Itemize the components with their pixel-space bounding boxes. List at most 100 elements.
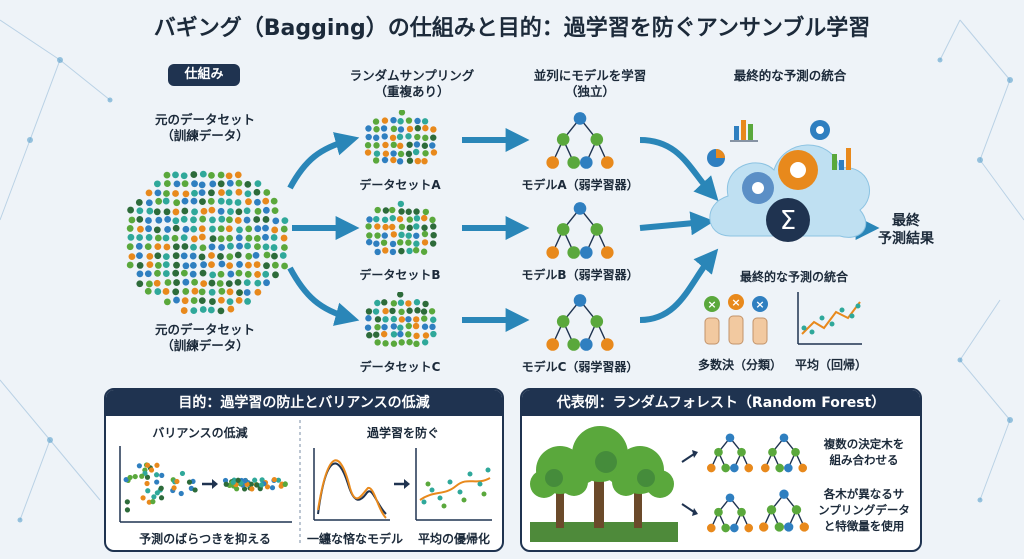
original-dataset-label-top: 元のデータセット（訓練データ） bbox=[154, 112, 255, 143]
data-point bbox=[209, 298, 216, 305]
data-point bbox=[136, 270, 144, 278]
data-point bbox=[405, 150, 413, 158]
dataset-a-label: データセットA bbox=[359, 178, 441, 192]
data-point bbox=[236, 261, 243, 268]
data-point bbox=[366, 232, 373, 239]
data-point bbox=[271, 207, 279, 215]
data-point bbox=[200, 280, 208, 288]
data-point bbox=[225, 172, 233, 180]
overfit-caption-left: 一纏な悋なモデル bbox=[306, 532, 403, 546]
data-point bbox=[381, 117, 389, 124]
data-point bbox=[262, 197, 270, 205]
data-point bbox=[153, 208, 161, 216]
data-point bbox=[421, 214, 428, 222]
arrow-model-b-to-merge bbox=[639, 211, 715, 236]
data-point bbox=[236, 242, 243, 250]
data-point bbox=[226, 262, 234, 270]
data-point bbox=[235, 296, 243, 304]
data-point bbox=[253, 216, 261, 223]
data-point bbox=[365, 238, 373, 246]
data-point bbox=[422, 208, 430, 216]
data-point bbox=[146, 207, 154, 215]
data-point bbox=[144, 270, 152, 278]
data-point bbox=[172, 288, 180, 296]
data-point bbox=[244, 190, 252, 198]
data-point bbox=[262, 206, 270, 214]
data-point bbox=[128, 253, 136, 260]
data-point bbox=[381, 232, 388, 239]
data-point bbox=[235, 188, 243, 196]
data-point bbox=[382, 316, 389, 323]
data-point bbox=[163, 171, 171, 179]
data-point bbox=[413, 299, 421, 306]
data-point bbox=[180, 234, 188, 242]
data-point bbox=[382, 307, 389, 315]
data-point bbox=[155, 197, 163, 205]
data-point bbox=[136, 207, 144, 215]
data-point bbox=[396, 215, 404, 223]
data-point bbox=[389, 248, 397, 256]
arrow-to-dataset-a bbox=[287, 132, 360, 190]
data-point bbox=[430, 316, 437, 323]
data-point bbox=[430, 231, 437, 239]
mechanism-badge: 仕組み bbox=[168, 64, 240, 86]
data-point bbox=[190, 297, 198, 304]
svg-text:×: × bbox=[731, 296, 740, 309]
data-point bbox=[280, 234, 288, 242]
data-point bbox=[373, 134, 380, 141]
data-point bbox=[382, 150, 390, 157]
data-point bbox=[244, 270, 252, 278]
data-point bbox=[245, 234, 253, 242]
data-point bbox=[397, 126, 405, 133]
data-point bbox=[381, 323, 388, 331]
data-point bbox=[235, 234, 243, 242]
data-point bbox=[190, 225, 198, 233]
data-point bbox=[398, 316, 406, 323]
data-point bbox=[146, 280, 153, 288]
data-point bbox=[234, 279, 242, 286]
data-point bbox=[406, 141, 413, 148]
data-point bbox=[390, 150, 397, 157]
forest-tree-4 bbox=[759, 489, 809, 532]
model-b-label: モデルB（弱学習器） bbox=[521, 268, 639, 282]
data-point bbox=[191, 287, 199, 295]
data-point bbox=[209, 180, 217, 188]
data-point bbox=[243, 289, 251, 296]
data-point bbox=[127, 233, 135, 241]
forest-tree-1 bbox=[706, 433, 754, 473]
forest-illustration bbox=[530, 426, 678, 542]
data-point bbox=[253, 261, 261, 268]
data-point bbox=[200, 207, 208, 215]
data-point bbox=[208, 243, 216, 251]
model-b-tree bbox=[546, 202, 614, 259]
variance-caption: 予測のばらつきを抑える bbox=[139, 532, 271, 546]
data-point bbox=[198, 233, 206, 241]
data-point bbox=[145, 234, 153, 241]
data-point bbox=[172, 252, 180, 260]
data-point bbox=[163, 243, 171, 251]
final-result-label: 最終予測結果 bbox=[878, 213, 934, 247]
data-point bbox=[366, 332, 373, 339]
original-dataset-label-bottom: 元のデータセット（訓練データ） bbox=[154, 322, 255, 353]
data-point bbox=[398, 339, 405, 346]
data-point bbox=[164, 215, 172, 223]
data-point bbox=[389, 206, 396, 214]
data-point bbox=[429, 216, 436, 224]
arrow-model-c-to-merge bbox=[639, 248, 719, 323]
data-point bbox=[397, 239, 404, 246]
data-point bbox=[412, 247, 420, 254]
data-point bbox=[198, 253, 206, 261]
data-point bbox=[216, 280, 224, 287]
data-point bbox=[126, 225, 134, 232]
data-point bbox=[217, 253, 224, 260]
data-point bbox=[153, 279, 161, 287]
data-point bbox=[208, 252, 215, 259]
data-point bbox=[262, 224, 269, 232]
parallel-header: 並列にモデルを学習（独立） bbox=[533, 68, 647, 99]
data-point bbox=[217, 180, 225, 188]
data-point bbox=[406, 338, 413, 346]
data-point bbox=[190, 216, 197, 224]
data-point bbox=[198, 189, 206, 197]
data-point bbox=[190, 171, 198, 178]
